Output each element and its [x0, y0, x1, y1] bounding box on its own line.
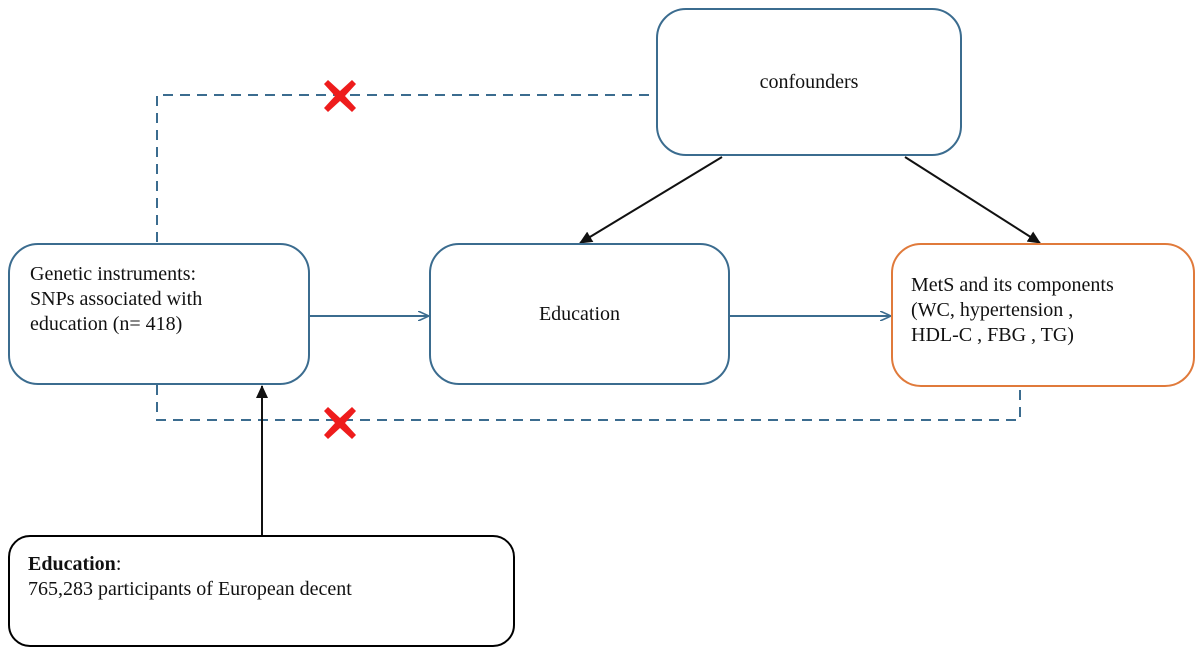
dashed-path-instruments-confounders	[156, 94, 655, 242]
arrow-confounders-to-education	[579, 156, 723, 244]
instruments-line-1: Genetic instruments:	[30, 263, 197, 285]
red-x-cross-icon	[324, 80, 356, 112]
source-detail: 765,283 participants of European decent	[28, 578, 352, 600]
confounders-node: confounders	[656, 8, 962, 156]
source-title: Education	[28, 553, 116, 575]
genetic-instruments-node: Genetic instruments: SNPs associated wit…	[8, 243, 310, 385]
instruments-line-3: education (n= 418)	[30, 313, 183, 335]
education-gwas-source-node: Education: 765,283 participants of Europ…	[8, 535, 515, 647]
instruments-line-2: SNPs associated with	[30, 288, 203, 310]
confounders-label: confounders	[759, 70, 859, 93]
dashed-path-instruments-outcome	[156, 385, 1021, 421]
source-title-row: Education:	[28, 552, 513, 577]
outcome-line-3: HDL-C , FBG , TG)	[911, 324, 1074, 346]
outcome-line-1: MetS and its components	[911, 274, 1114, 296]
education-exposure-label: Education	[538, 302, 621, 325]
outcome-line-2: (WC, hypertension ,	[911, 299, 1074, 321]
arrow-confounders-to-outcome	[904, 156, 1041, 244]
source-title-suffix: :	[115, 553, 122, 575]
mets-outcome-node: MetS and its components (WC, hypertensio…	[891, 243, 1195, 387]
red-x-cross-icon	[324, 407, 356, 439]
education-exposure-node: Education	[429, 243, 730, 385]
